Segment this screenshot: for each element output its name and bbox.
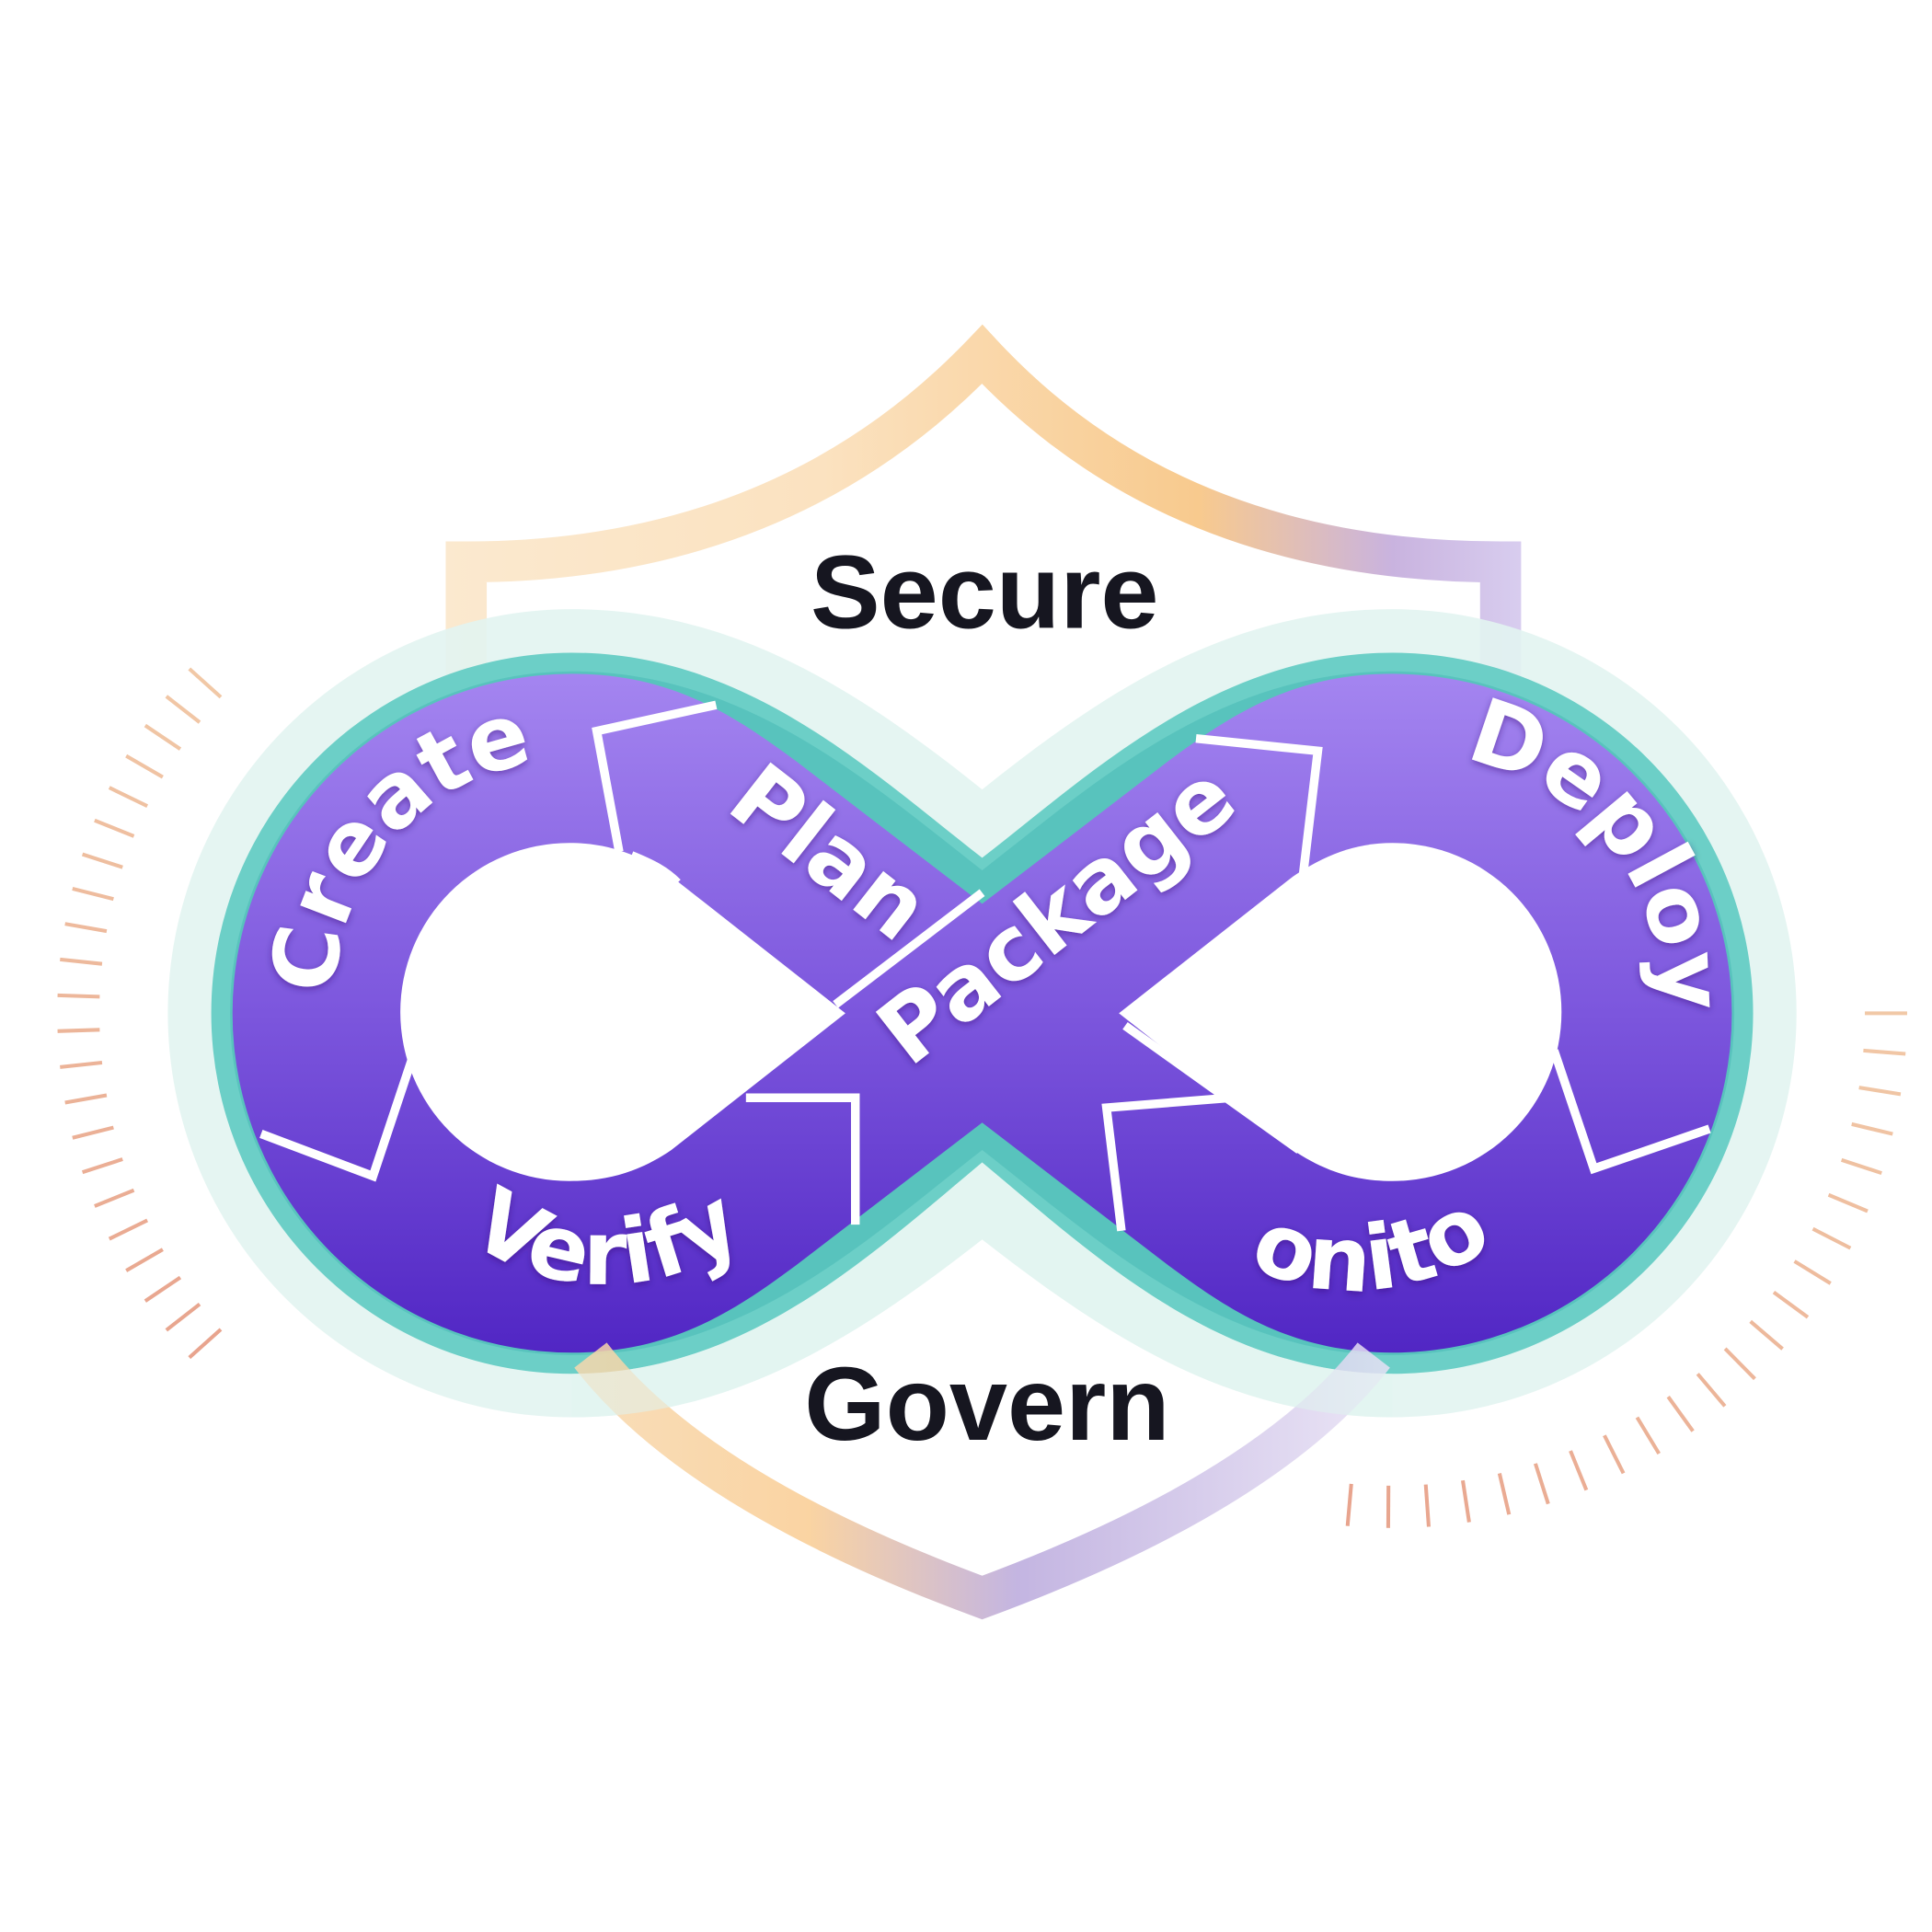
tick-mark — [188, 1328, 223, 1360]
tick-mark — [64, 1093, 108, 1105]
infinity-lower-halo-overlay — [571, 1162, 1393, 1418]
tick-mark — [1851, 1121, 1893, 1136]
shield-top-outline — [445, 324, 1522, 682]
tick-mark — [1497, 1473, 1512, 1515]
tick-mark — [1533, 1463, 1550, 1505]
tick-mark — [1423, 1484, 1431, 1527]
tick-mark — [125, 1248, 164, 1272]
tick-mark — [1723, 1347, 1756, 1381]
tick-mark — [1858, 1086, 1902, 1097]
tick-mark — [81, 852, 123, 869]
tick-mark — [165, 695, 201, 724]
govern-label: Govern — [804, 1346, 1169, 1463]
tick-mark — [94, 1188, 135, 1208]
tick-mark — [72, 886, 114, 902]
tick-mark — [108, 1218, 149, 1241]
tick-marks-right — [1345, 1011, 1907, 1528]
tick-mark — [144, 1275, 182, 1303]
tick-mark — [1772, 1290, 1810, 1319]
tick-mark — [1696, 1373, 1727, 1408]
segment-dividers — [259, 700, 1711, 1232]
tick-mark — [1666, 1396, 1695, 1432]
tick-mark — [1635, 1416, 1661, 1455]
tick-mark — [1863, 1048, 1906, 1056]
tick-mark — [108, 786, 149, 809]
tick-mark — [60, 957, 103, 966]
tick-mark — [1460, 1479, 1471, 1523]
tick-mark — [1569, 1450, 1589, 1491]
tick-marks-left — [57, 667, 223, 1360]
tick-mark — [188, 667, 223, 699]
tick-mark — [81, 1157, 123, 1175]
secure-label: Secure — [811, 534, 1159, 650]
tick-mark — [57, 993, 100, 999]
tick-mark — [1811, 1226, 1852, 1250]
shield-bottom-outline — [574, 1342, 1390, 1620]
tick-mark — [165, 1302, 201, 1332]
infinity-loop — [232, 673, 1732, 1353]
tick-mark — [144, 723, 182, 751]
left-loop-hole — [400, 843, 845, 1181]
tick-mark — [1749, 1319, 1784, 1351]
tick-mark — [64, 922, 108, 934]
tick-mark — [94, 818, 135, 838]
tick-mark — [60, 1060, 103, 1069]
tick-mark — [1840, 1157, 1882, 1176]
tick-mark — [1827, 1192, 1869, 1213]
tick-mark — [72, 1125, 114, 1140]
tick-mark — [1793, 1259, 1832, 1285]
tick-mark — [1345, 1483, 1353, 1526]
tick-mark — [1603, 1434, 1626, 1475]
tick-mark — [57, 1028, 100, 1033]
tick-mark — [125, 753, 164, 779]
